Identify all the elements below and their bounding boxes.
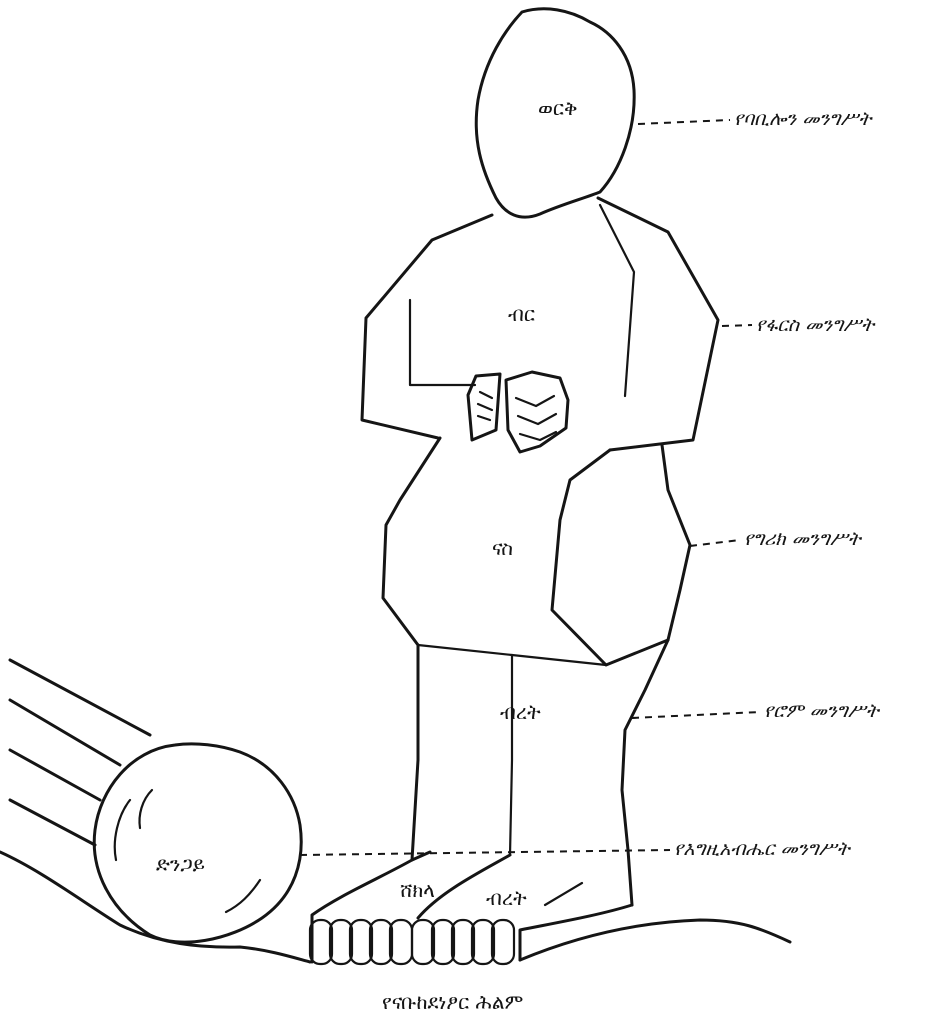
label-greece-kingdom: የግሪክ መንግሥት bbox=[744, 528, 861, 550]
ground-line bbox=[0, 852, 310, 962]
label-belly: ናስ bbox=[492, 536, 513, 560]
label-rome-kingdom: የሮም መንግሥት bbox=[764, 700, 879, 722]
label-legs: ብረት bbox=[500, 700, 541, 724]
label-babylon-kingdom: የባቢሎን መንግሥት bbox=[734, 108, 871, 130]
label-persia-kingdom: የፋርስ መንግሥት bbox=[756, 314, 874, 336]
label-chest: ብር bbox=[508, 302, 535, 326]
statue-toes bbox=[310, 920, 514, 964]
statue-legs bbox=[412, 645, 430, 860]
label-foot-right: ብረት bbox=[486, 886, 527, 910]
statue-chest bbox=[362, 215, 492, 438]
figure-caption: የናቡከደነፆር ሕልም bbox=[382, 990, 523, 1014]
statue-belly bbox=[383, 438, 440, 645]
label-foot-left: ሸክላ bbox=[400, 878, 435, 902]
label-head: ወርቅ bbox=[538, 96, 577, 120]
label-stone: ድንጋይ bbox=[156, 852, 205, 876]
statue-feet bbox=[312, 860, 412, 962]
stone bbox=[94, 744, 301, 942]
stone-motion-lines bbox=[10, 660, 150, 845]
label-god-kingdom: የእግዚአብሔር መንግሥት bbox=[674, 838, 850, 860]
